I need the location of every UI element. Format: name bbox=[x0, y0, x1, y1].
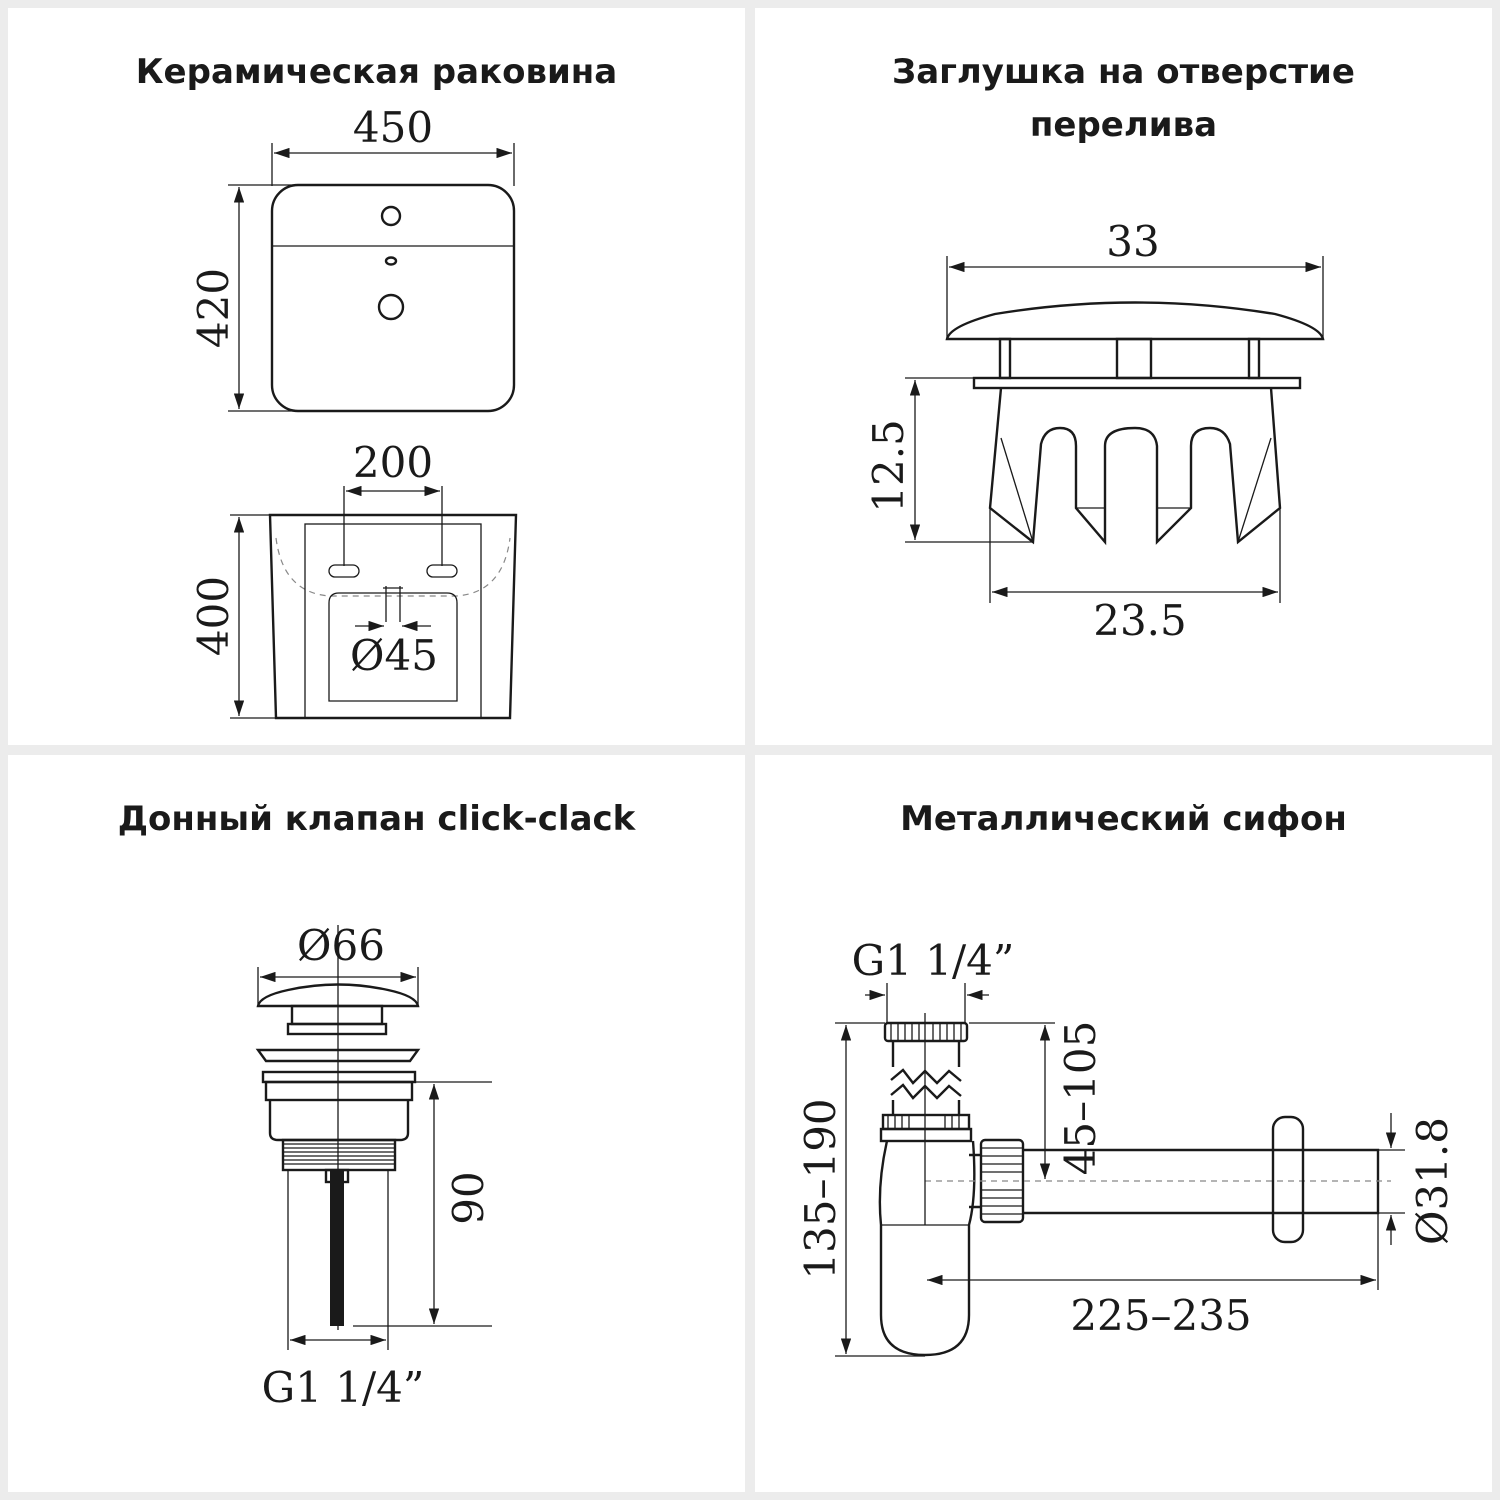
sink-width-label: 450 bbox=[353, 103, 433, 152]
valve-title: Донный клапан click-clack bbox=[117, 799, 636, 839]
plug-shape bbox=[945, 301, 1325, 546]
siphon-inlet-height-label: 45–105 bbox=[1056, 1021, 1105, 1176]
valve-length-label: 90 bbox=[444, 1171, 493, 1224]
valve-cap-diameter-label: Ø66 bbox=[297, 921, 385, 970]
sink-title: Керамическая раковина bbox=[135, 52, 618, 92]
siphon-shape bbox=[878, 1013, 1391, 1357]
click-clack-valve-panel: Донный клапан click-clack bbox=[8, 755, 745, 1492]
sink-depth-label: 420 bbox=[189, 268, 238, 348]
siphon-total-height-label: 135–190 bbox=[796, 1098, 845, 1279]
plug-title-line2: перелива bbox=[1029, 105, 1218, 145]
sink-panel: Керамическая раковина 450 420 bbox=[8, 8, 745, 745]
metal-siphon-panel: Металлический сифон bbox=[755, 755, 1492, 1492]
sink-top-view bbox=[228, 143, 516, 413]
siphon-outlet-length-label: 225–235 bbox=[1070, 1291, 1251, 1340]
valve-thread-label: G1 1/4” bbox=[262, 1363, 425, 1412]
siphon-outlet-diameter-label: Ø31.8 bbox=[1408, 1117, 1457, 1245]
plug-drawing: 33 12.5 23.5 bbox=[864, 217, 1325, 645]
valve-drawing: Ø66 90 G1 1/4” bbox=[255, 921, 493, 1412]
siphon-drawing: G1 1/4” 135–190 45–105 Ø31.8 225–235 bbox=[796, 936, 1457, 1357]
plug-height-label: 12.5 bbox=[864, 419, 913, 513]
plug-title-line1: Заглушка на отверстие bbox=[892, 52, 1355, 92]
siphon-inlet-thread-label: G1 1/4” bbox=[852, 936, 1015, 985]
plug-body-diameter-label: 23.5 bbox=[1093, 596, 1187, 645]
plug-cap-diameter-label: 33 bbox=[1106, 217, 1159, 266]
overflow-plug-panel: Заглушка на отверстие перелива bbox=[755, 8, 1492, 745]
sink-hole-spacing-label: 200 bbox=[353, 438, 433, 487]
valve-shape bbox=[255, 925, 421, 1330]
siphon-title: Металлический сифон bbox=[900, 799, 1347, 839]
sink-drawing: 450 420 200 400 Ø45 bbox=[189, 103, 518, 720]
sink-drain-diameter-label: Ø45 bbox=[350, 631, 438, 680]
sink-height-label: 400 bbox=[189, 576, 238, 656]
sink-front-view bbox=[230, 485, 518, 720]
